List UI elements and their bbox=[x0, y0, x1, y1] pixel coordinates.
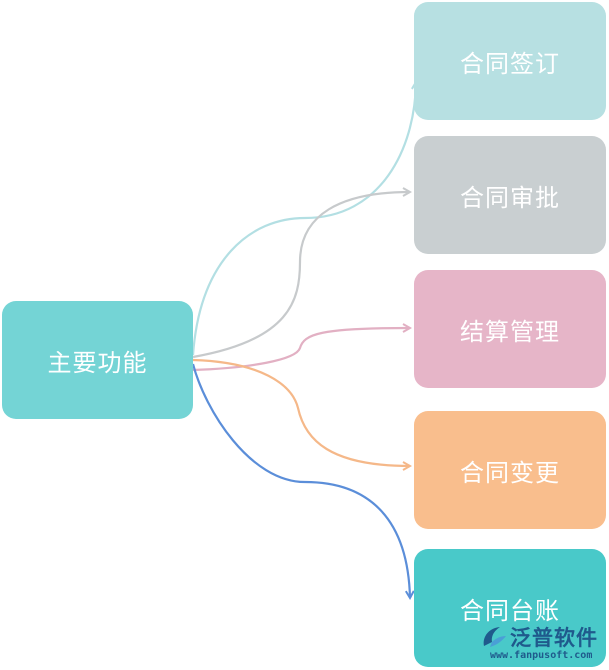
branch-node-label: 合同变更 bbox=[460, 458, 560, 487]
branch-node-contract-signing: 合同签订 bbox=[414, 2, 606, 120]
branch-node-settlement-management: 结算管理 bbox=[414, 270, 606, 388]
branch-node-label: 结算管理 bbox=[460, 317, 560, 346]
connector-to-contract-ledger bbox=[191, 363, 410, 598]
connector-to-contract-signing bbox=[191, 82, 416, 356]
branch-node-contract-change: 合同变更 bbox=[414, 411, 606, 529]
watermark-logo: 泛普软件 www.fanpusoft.com bbox=[478, 622, 608, 668]
branch-node-contract-ledger: 合同台账 bbox=[414, 549, 606, 667]
connector-to-contract-change bbox=[192, 358, 410, 466]
root-node-label: 主要功能 bbox=[47, 348, 148, 377]
connector-to-contract-approval bbox=[192, 192, 410, 359]
watermark-brand: 泛普软件 bbox=[510, 626, 598, 650]
branch-node-contract-approval: 合同审批 bbox=[414, 136, 606, 254]
branch-node-label: 合同审批 bbox=[460, 183, 560, 212]
fanpu-logo-icon bbox=[483, 627, 506, 647]
branch-node-label: 合同签订 bbox=[460, 49, 560, 78]
branch-node-label: 合同台账 bbox=[460, 596, 560, 625]
watermark-url: www.fanpusoft.com bbox=[490, 650, 593, 661]
root-node-main-functions: 主要功能 bbox=[2, 301, 193, 419]
